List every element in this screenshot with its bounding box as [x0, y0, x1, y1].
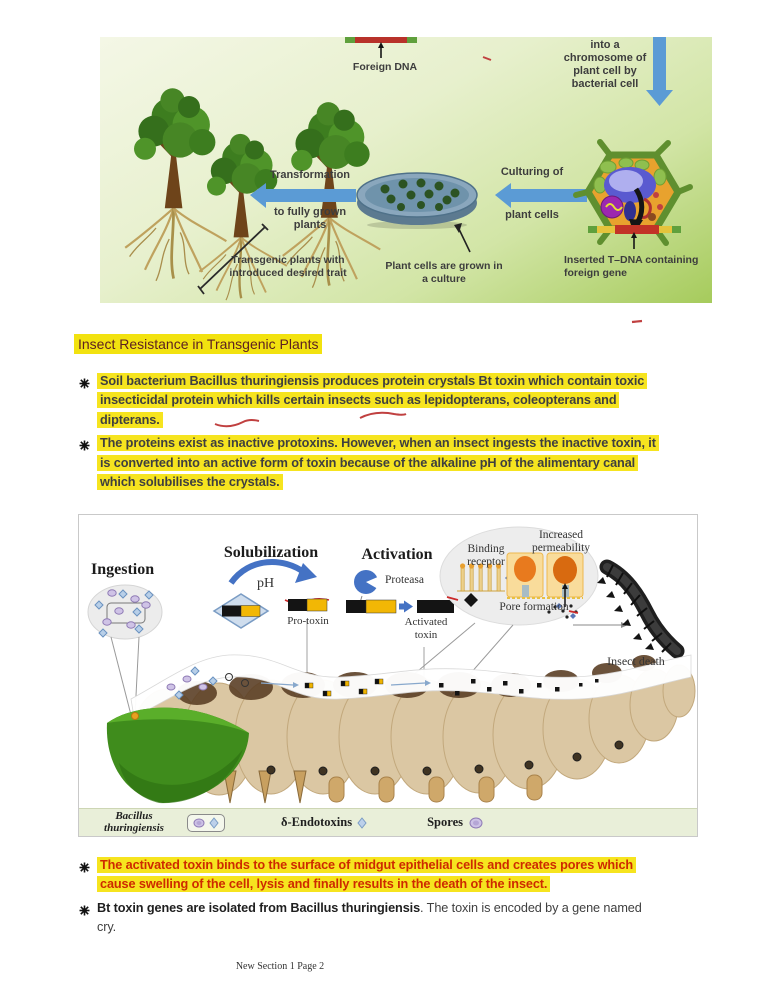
- activated-toxin-label: Activated toxin: [404, 616, 448, 641]
- bullet-4-bold-text: Bt toxin genes are isolated from Bacillu…: [97, 900, 421, 915]
- endotoxin-diamond-icon: [357, 816, 367, 829]
- foreign-dna-label: Foreign DNA: [352, 61, 418, 73]
- asterisk-bullet-icon: [75, 372, 97, 430]
- bullet-list-bottom: The activated toxin binds to the surface…: [75, 856, 642, 942]
- bullet-list-top: Soil bacterium Bacillus thuringiensis pr…: [75, 372, 659, 496]
- red-pen-dash: [631, 319, 643, 324]
- bullet-2: The proteins exist as inactive protoxins…: [75, 434, 659, 492]
- increased-permeability-label: Increased permeability: [531, 529, 591, 554]
- to-fully-grown-plants-label: to fully grown plants: [273, 206, 347, 231]
- bullet-1: Soil bacterium Bacillus thuringiensis pr…: [75, 372, 659, 430]
- solubilization-label: Solubilization: [223, 544, 319, 561]
- bullet-3: The activated toxin binds to the surface…: [75, 856, 642, 895]
- plant-cells-grown-caption: Plant cells are grown in a culture: [385, 260, 503, 285]
- ph-label: pH: [257, 576, 275, 591]
- figure-legend: Bacillus thuringiensis δ-Endotoxins Spor…: [79, 808, 697, 836]
- inserted-tdna-caption: Inserted T–DNA containing foreign gene: [564, 254, 699, 279]
- bullet-1-line-1: Soil bacterium Bacillus thuringiensis pr…: [97, 373, 648, 389]
- spores-label: Spores: [427, 815, 463, 829]
- activation-label: Activation: [361, 546, 433, 563]
- transformation-label: Transformation: [269, 169, 351, 181]
- bacillus-thuringiensis-label: Bacillus thuringiensis: [104, 810, 164, 834]
- page-title: Insect Resistance in Transgenic Plants: [74, 334, 323, 354]
- bullet-4: Bt toxin genes are isolated from Bacillu…: [75, 899, 642, 938]
- bullet-1-line-2: insecticidal protein which kills certain…: [97, 392, 620, 409]
- into-chromosome-label: into a chromosome of plant cell by bacte…: [563, 39, 647, 90]
- bullet-4-regular-text: . The toxin is encoded by a gene named: [420, 900, 642, 915]
- transgenic-plants-illustration: [123, 37, 693, 302]
- binding-receptor-icon: [457, 563, 513, 607]
- bullet-3-line-1: The activated toxin binds to the surface…: [97, 857, 637, 873]
- culturing-of-label: Culturing of: [500, 166, 564, 178]
- dead-insect-illustration: [597, 559, 685, 659]
- pore-formation-label: Pore formation: [499, 601, 569, 613]
- red-pen-squiggle: [359, 411, 407, 419]
- red-pen-squiggle: [214, 419, 260, 428]
- spore-icon: [469, 817, 483, 828]
- bullet-2-line-1: The proteins exist as inactive protoxins…: [97, 435, 659, 452]
- insect-death-label: Insect death: [607, 654, 665, 668]
- spore-icons: [102, 589, 151, 629]
- bacillus-icon-box: [187, 813, 225, 832]
- bullet-1-line-3: dipterans.: [97, 411, 163, 428]
- bullet-2-line-3: which solubilises the crystals.: [97, 473, 283, 490]
- ingestion-label: Ingestion: [91, 561, 155, 578]
- asterisk-bullet-icon: [75, 434, 97, 492]
- proteasa-label: Proteasa: [385, 574, 424, 586]
- transgenic-plants-figure: Foreign DNA into a chromosome of plant c…: [100, 37, 712, 303]
- binding-receptor-label: Binding receptor: [467, 543, 505, 568]
- endotoxin-diamond-icon: [209, 816, 219, 829]
- bt-toxin-mechanism-illustration: [87, 526, 696, 804]
- bullet-3-line-2: cause swelling of the cell, lysis and fi…: [97, 876, 551, 893]
- endotoxin-diamond-icons: [94, 589, 154, 638]
- page-title-text: Insect Resistance in Transgenic Plants: [74, 334, 323, 354]
- bullet-2-line-2: is converted into an active form of toxi…: [97, 454, 639, 471]
- leaf-illustration: [106, 707, 249, 804]
- asterisk-bullet-icon: [75, 899, 97, 938]
- page-footer: New Section 1 Page 2: [235, 961, 325, 972]
- pro-toxin-label: Pro-toxin: [287, 615, 329, 627]
- plant-cells-label: plant cells: [505, 209, 559, 221]
- endotoxins-label: δ-Endotoxins: [281, 815, 353, 829]
- epithelial-cell-icons: [506, 552, 584, 619]
- bullet-4-line-2: cry.: [97, 920, 117, 935]
- bt-toxin-mechanism-figure: Ingestion Solubilization pH Pro-toxin Ac…: [78, 514, 698, 837]
- spore-icon: [193, 818, 205, 827]
- asterisk-bullet-icon: [75, 856, 97, 895]
- petri-dish-illustration: [356, 172, 478, 229]
- transgenic-plants-caption: Transgenic plants with introduced desire…: [229, 254, 347, 279]
